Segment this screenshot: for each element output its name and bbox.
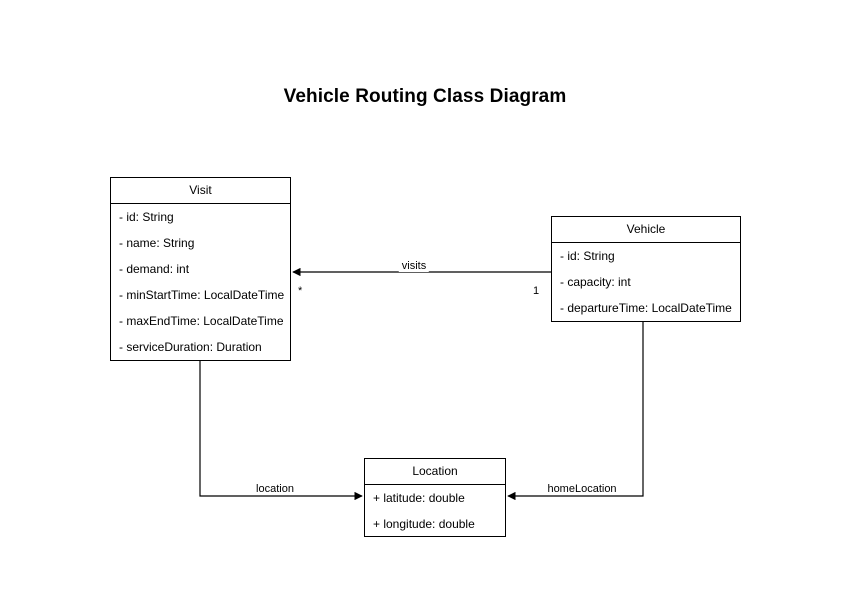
multiplicity-visits-target: * <box>298 285 303 297</box>
attribute-list-visit: - id: String - name: String - demand: in… <box>111 204 290 360</box>
attribute-item: - serviceDuration: Duration <box>119 340 262 354</box>
edge-location <box>199 360 363 501</box>
multiplicity-visits-source: 1 <box>533 285 540 297</box>
edge-label-location: location <box>253 483 297 495</box>
class-box-vehicle[interactable]: Vehicle - id: String - capacity: int - d… <box>551 216 741 322</box>
class-name-vehicle: Vehicle <box>552 217 740 243</box>
attribute-item: - name: String <box>119 236 195 250</box>
attribute-item: - demand: int <box>119 262 190 276</box>
attribute-item: - maxEndTime: LocalDateTime <box>119 314 284 328</box>
attribute-item: + latitude: double <box>373 491 465 505</box>
class-box-visit[interactable]: Visit - id: String - name: String - dema… <box>110 177 291 361</box>
attribute-item: - id: String <box>560 249 615 263</box>
class-name-visit: Visit <box>111 178 290 204</box>
edge-home-location <box>507 321 644 501</box>
attribute-list-location: + latitude: double + longitude: double <box>365 485 505 537</box>
attribute-list-vehicle: - id: String - capacity: int - departure… <box>552 243 740 321</box>
class-name-location: Location <box>365 459 505 485</box>
attribute-item: - minStartTime: LocalDateTime <box>119 288 285 302</box>
edge-label-visits: visits <box>398 260 430 272</box>
attribute-item: - capacity: int <box>560 275 631 289</box>
attribute-item: - id: String <box>119 210 174 224</box>
page-title: Vehicle Routing Class Diagram <box>283 86 567 107</box>
attribute-item: - departureTime: LocalDateTime <box>560 301 732 315</box>
class-box-location[interactable]: Location + latitude: double + longitude:… <box>364 458 506 537</box>
edge-label-home-location: homeLocation <box>544 483 620 495</box>
attribute-item: + longitude: double <box>373 517 475 531</box>
